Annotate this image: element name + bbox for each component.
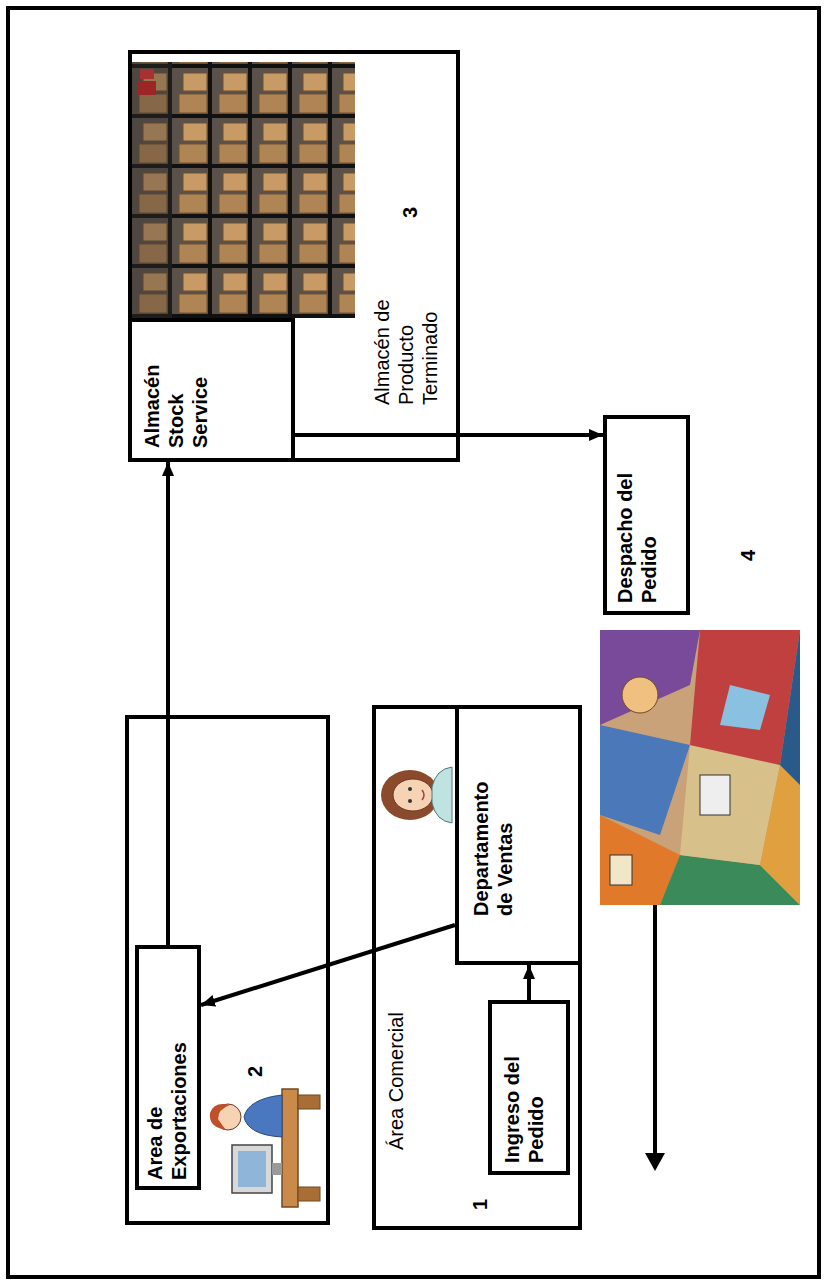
process-box: Area de Exportaciones: [135, 945, 201, 1190]
export-clipart-part: [298, 1187, 320, 1201]
process-box: Despacho del Pedido: [603, 415, 690, 615]
sales-clipart-part: [408, 799, 412, 803]
flow-arrow: [166, 462, 170, 945]
process-box: Departamento de Ventas: [455, 705, 582, 965]
warehouse-photo-part: [132, 62, 355, 318]
area-title: Almacén de Producto Terminado: [370, 285, 442, 405]
warehouse-photo: [132, 62, 355, 318]
text-slot: 2: [243, 1066, 267, 1077]
outer-frame: [8, 8, 819, 1277]
sales-clipart-part: [422, 790, 424, 800]
export-clipart-part: [272, 1163, 282, 1175]
area-title: Área Comercial: [384, 1012, 408, 1150]
dispatch-collage-part: [610, 855, 632, 885]
dispatch-collage-part: [700, 775, 730, 815]
export-clipart-part: [282, 1089, 298, 1207]
process-box: Almacén Stock Service: [128, 318, 295, 462]
sales-clipart: [381, 767, 452, 823]
dispatch-collage-part: [600, 725, 690, 835]
dispatch-collage-part: [760, 765, 800, 905]
text-slot: Almacén de Producto Terminado: [370, 285, 442, 405]
dispatch-collage-part: [600, 630, 800, 905]
label-slot: 4: [736, 550, 760, 561]
dispatch-leader-arrow-part: [645, 1153, 665, 1171]
sales-clipart-part: [432, 767, 452, 823]
callout-number: 2: [243, 1066, 267, 1077]
callout-number: 3: [398, 207, 422, 218]
process-box: Ingreso del Pedido: [488, 1000, 570, 1175]
export-clipart-part: [298, 1095, 320, 1109]
text-slot: 1: [468, 1199, 492, 1210]
area-region: Ingreso del Pedido Departamento de Ventas…: [372, 705, 582, 1230]
dispatch-collage-part: [622, 677, 658, 713]
sales-clipart-part: [408, 787, 412, 791]
export-clipart-part: [238, 1151, 266, 1187]
sales-clipart-part: [381, 770, 439, 820]
dispatch-collage: [600, 630, 800, 905]
dispatch-collage-part: [780, 630, 800, 785]
area-region: Almacén Stock Service Almacén de Producto…: [128, 50, 460, 462]
export-clipart-part: [232, 1145, 272, 1193]
text-slot: Área Comercial: [384, 1012, 408, 1150]
flow-arrow: [295, 433, 603, 437]
dispatch-collage-part: [720, 685, 770, 730]
warehouse-photo-part: [132, 62, 172, 318]
box-label: Departamento de Ventas: [469, 756, 517, 916]
box-label: Despacho del Pedido: [613, 453, 661, 603]
dispatch-leader-arrow: [645, 901, 665, 1171]
text-slot: 3: [398, 207, 422, 218]
callout-number: 4: [736, 550, 760, 561]
flow-arrow: [527, 965, 531, 1000]
callout-number: 1: [468, 1199, 492, 1210]
box-label: Area de Exportaciones: [143, 1030, 191, 1180]
sales-clipart-part: [393, 779, 433, 811]
area-region: Area de Exportaciones 2: [125, 715, 330, 1225]
export-clipart-part: [210, 1104, 230, 1130]
dispatch-collage-part: [600, 630, 700, 725]
export-clipart: [210, 1089, 320, 1207]
box-label: Ingreso del Pedido: [500, 1028, 548, 1163]
dispatch-leader-arrow-part: [653, 901, 657, 1157]
box-label: Almacén Stock Service: [140, 348, 212, 448]
export-clipart-part: [244, 1095, 282, 1137]
